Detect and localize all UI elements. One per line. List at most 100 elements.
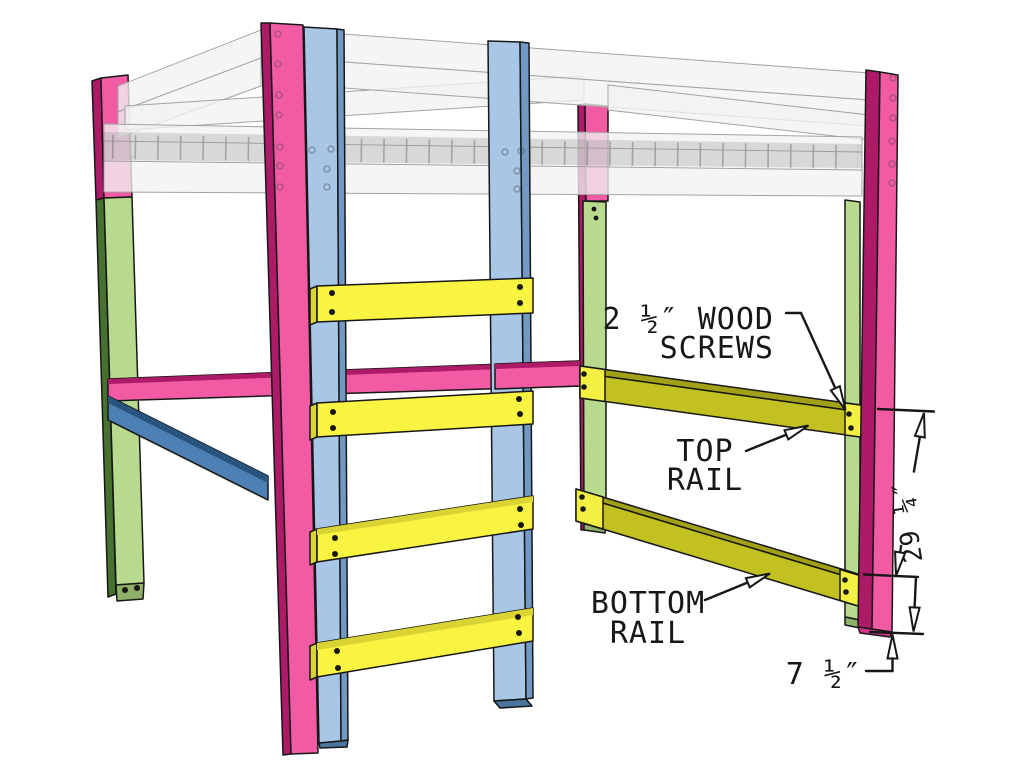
top-rail	[579, 365, 869, 439]
bottom-rail-top	[575, 488, 869, 584]
ghost-screw	[308, 146, 316, 154]
ghost-screw	[275, 111, 283, 119]
rung-2-end	[309, 402, 318, 441]
screw	[846, 411, 852, 417]
ghost-screw	[274, 30, 282, 38]
ghost-screw	[323, 183, 331, 191]
side-rail-blue-top	[108, 396, 268, 483]
rung-4-top	[317, 608, 533, 650]
rung-2-face	[316, 390, 534, 438]
post-back-left	[91, 74, 145, 602]
annotations: 2 ½″ WOOD SCREWS TOP RAIL BOTTOM RAIL 29…	[591, 302, 936, 692]
ghost-screw	[276, 183, 284, 191]
extension-line-top	[876, 407, 936, 413]
top-rail-leader-line	[744, 433, 788, 453]
dimension-line-7-upper	[913, 577, 918, 609]
screw	[593, 215, 599, 221]
screw	[332, 535, 338, 541]
ghost-screw	[327, 145, 335, 153]
wood-screws-label-line2: SCREWS	[660, 331, 774, 366]
stile-left-foot	[318, 739, 349, 749]
ghost-slat-streak-1	[103, 140, 863, 153]
arrowhead	[886, 634, 899, 660]
ghost-screw	[323, 165, 331, 173]
screw	[518, 522, 524, 528]
rung-4-end	[309, 642, 318, 681]
rung-3-end	[309, 528, 318, 566]
screw	[581, 371, 587, 377]
screw	[329, 290, 335, 296]
wood-screws-leader-line	[784, 311, 837, 389]
top-rail-label-line2: RAIL	[667, 463, 743, 498]
screw	[332, 551, 338, 557]
ghost-screw	[888, 179, 896, 187]
ghost-screw	[513, 167, 521, 175]
ghost-screw	[274, 60, 282, 68]
rung-1-end	[309, 285, 318, 326]
screw	[516, 630, 522, 636]
dimension-line-7-leader	[864, 657, 894, 673]
arrowhead	[913, 412, 926, 439]
bottom-rail-label-line2: RAIL	[610, 616, 686, 651]
screw	[330, 425, 336, 431]
ghost-screw	[501, 148, 509, 156]
screw	[334, 648, 340, 654]
post-right	[857, 69, 899, 638]
rung-1-face	[316, 277, 534, 323]
arrowhead	[744, 572, 771, 589]
top-rail-label-line1: TOP	[676, 434, 733, 469]
arrowhead	[829, 384, 847, 411]
screw	[515, 614, 521, 620]
screw	[591, 206, 597, 212]
bottom-rail	[575, 488, 869, 610]
ghost-screw	[276, 162, 284, 170]
extension-line-mid	[862, 573, 920, 579]
ghost-slat-streak-2	[103, 160, 863, 171]
ghost-screw	[513, 185, 521, 193]
post-front-left-face	[269, 22, 319, 755]
screw	[335, 665, 341, 671]
dimension-7-label: 7 ½″	[786, 657, 862, 692]
screw	[134, 585, 140, 591]
screw	[122, 587, 128, 593]
arrowhead	[783, 424, 810, 441]
ghost-screw	[889, 94, 897, 102]
rung-3-top	[317, 496, 533, 535]
screw	[848, 425, 854, 431]
post-front-left	[260, 22, 319, 756]
arrowhead	[894, 550, 907, 577]
ghost-platform	[103, 29, 870, 197]
screw	[330, 409, 336, 415]
dimension-line-29-lower	[898, 544, 903, 554]
bottom-rail-label-line1: BOTTOM	[591, 586, 705, 621]
screw	[517, 284, 523, 290]
wood-screws-label-line1: 2 ½″ WOOD	[602, 302, 774, 337]
ladder-stile-left	[303, 26, 349, 749]
screw	[579, 494, 585, 500]
ladder-rungs	[309, 277, 534, 681]
arrowhead	[908, 606, 921, 632]
bottom-rail-leader-line	[703, 581, 750, 602]
screw	[329, 309, 335, 315]
ghost-screw	[888, 137, 896, 145]
ghost-screw	[889, 114, 897, 122]
post-back-left-foot	[115, 582, 145, 602]
screw	[517, 411, 523, 417]
screw	[581, 384, 587, 390]
extension-line-bottom	[868, 630, 925, 636]
side-rail-blue	[107, 395, 269, 501]
side-rail-pink-front-top	[495, 361, 580, 369]
ghost-screw	[517, 147, 525, 155]
ghost-screw	[889, 74, 897, 82]
screw	[843, 589, 849, 595]
screw	[517, 506, 523, 512]
side-rail-pink-front-segment	[494, 360, 581, 390]
screw	[516, 396, 522, 402]
dimension-line-29-upper	[912, 435, 922, 473]
stile-right-foot	[493, 698, 533, 709]
ghost-screw	[275, 91, 283, 99]
screw	[580, 506, 586, 512]
guardrail-post-middle-face	[582, 200, 607, 528]
